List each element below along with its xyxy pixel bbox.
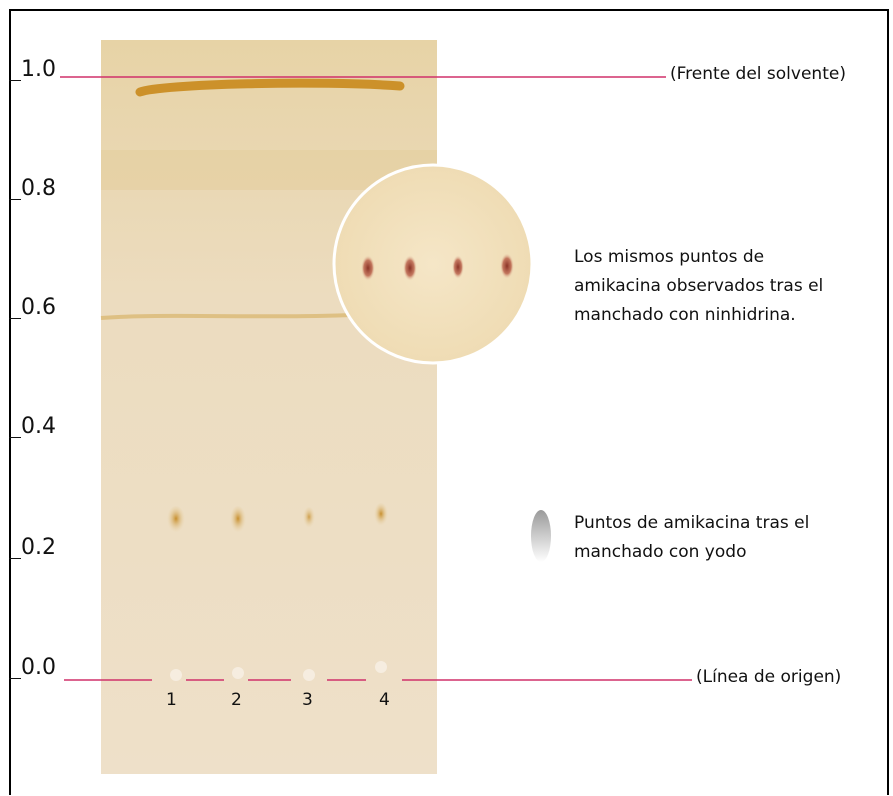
- plate-spot-4: [374, 503, 388, 527]
- ninhydrin-spot-4: [500, 253, 514, 279]
- ninhydrin-caption: Los mismos puntos de amikacina observado…: [574, 247, 824, 325]
- origin-points: [170, 661, 387, 681]
- plate-spot-2: [230, 506, 246, 534]
- scale-tick-0-4: 0.4: [9, 416, 56, 438]
- ninhydrin-spot-2: [403, 255, 417, 281]
- magnified-circle: [332, 163, 534, 365]
- solvent-front-band: [135, 78, 405, 97]
- plate-spot-3: [303, 507, 315, 529]
- iodine-legend-spot: [531, 510, 551, 562]
- lane-label-3: 3: [302, 690, 313, 710]
- lane-label-2: 2: [231, 690, 242, 710]
- origin-line-label: (Línea de origen): [696, 667, 842, 687]
- ninhydrin-spot-1: [361, 255, 375, 281]
- plate-spot-1: [167, 506, 185, 534]
- ninhydrin-spot-3: [452, 255, 464, 279]
- lane-label-4: 4: [379, 690, 390, 710]
- scale-tick-0-8: 0.8: [9, 178, 56, 200]
- figure-frame: [9, 9, 889, 795]
- tlc-plate: [101, 40, 437, 774]
- lane-label-1: 1: [166, 690, 177, 710]
- scale-tick-0-6: 0.6: [9, 297, 56, 319]
- scale-tick-0-2: 0.2: [9, 537, 56, 559]
- iodine-caption: Puntos de amikacina tras el manchado con…: [574, 513, 810, 562]
- scale-tick-0-0: 0.0: [9, 657, 56, 679]
- scale-tick-1-0: 1.0: [9, 59, 56, 81]
- solvent-front-label: (Frente del solvente): [670, 64, 846, 84]
